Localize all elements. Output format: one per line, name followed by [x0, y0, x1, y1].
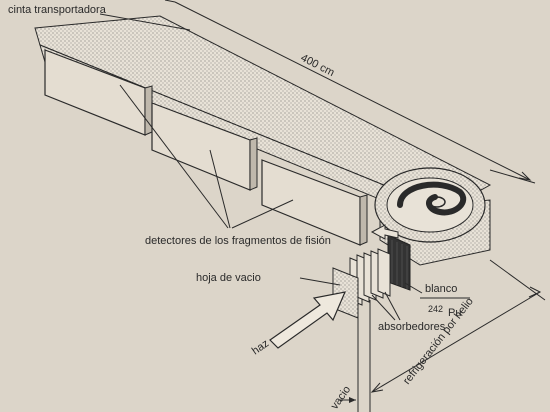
- absorbers-label: absorbedores: [378, 321, 446, 333]
- detector-panel-3: [261, 159, 368, 246]
- vacuum-label: vacio: [329, 384, 354, 412]
- absorbers-leader-line-2: [384, 291, 401, 321]
- detector-panel-2: [151, 102, 258, 191]
- target-leader-line: [404, 282, 423, 294]
- detector-leader-lines: [119, 84, 294, 229]
- roll-entry-arrow: [370, 224, 399, 240]
- absorbers-leader-line: [371, 294, 396, 321]
- absorbers: [349, 248, 391, 306]
- length-dimension: [164, 0, 536, 184]
- isotope-symbol-label: Pu: [448, 307, 461, 319]
- beam-arrow: [269, 291, 346, 349]
- detectors-label: detectores de los fragmentos de fisión: [145, 235, 331, 247]
- tape-roll: [374, 167, 486, 243]
- conveyor-leader-line: [99, 13, 191, 31]
- beam-label: haz: [250, 337, 271, 357]
- isotope-mass-label: 242: [428, 304, 443, 314]
- conveyor-label: cinta transportadora: [8, 4, 107, 16]
- target-label: blanco: [425, 283, 457, 295]
- detector-panel-1: [44, 49, 153, 136]
- length-label: 400 cm: [299, 52, 337, 79]
- vacuum-foil-leader-line: [299, 277, 341, 286]
- vacuum-foil-label: hoja de vacio: [196, 272, 261, 284]
- target-block: [387, 234, 411, 291]
- bottom-dimensions: [340, 259, 546, 412]
